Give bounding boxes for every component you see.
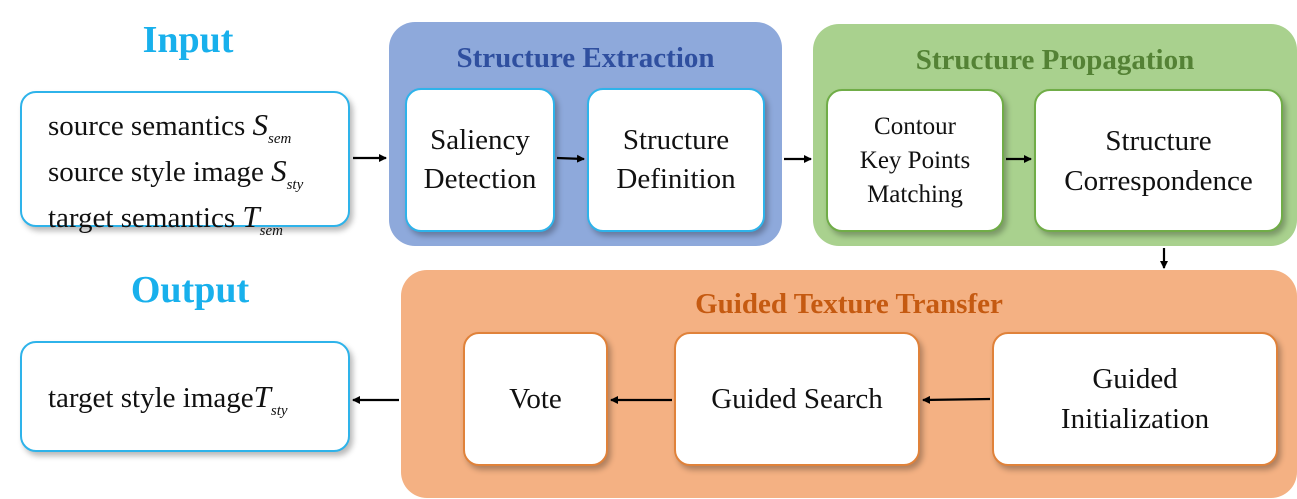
input-line-source-style-image: source style image Ssty	[48, 153, 304, 193]
guided-search-box: Guided Search	[674, 332, 920, 466]
input-line-target-semantics: target semantics Tsem	[48, 199, 283, 239]
input-heading: Input	[142, 19, 234, 61]
structure-definition-box: Structure Definition	[587, 88, 765, 232]
contour-key-points-matching-box: Contour Key Points Matching	[826, 89, 1004, 232]
structure-extraction-title: Structure Extraction	[456, 42, 715, 74]
input-line-source-semantics: source semantics Ssem	[48, 107, 292, 147]
structure-correspondence-box: Structure Correspondence	[1034, 89, 1283, 232]
arrow-initialization-to-search	[922, 395, 991, 404]
output-heading: Output	[130, 269, 250, 311]
output-box: target style imageTsty	[20, 341, 350, 452]
input-box: source semantics Ssem source style image…	[20, 91, 350, 239]
output-line-target-style-image: target style imageTsty	[48, 379, 288, 419]
vote-box: Vote	[463, 332, 608, 466]
guided-texture-transfer-title: Guided Texture Transfer	[695, 288, 1003, 320]
saliency-detection-box: Saliency Detection	[405, 88, 555, 232]
guided-initialization-box: Guided Initialization	[992, 332, 1278, 466]
arrow-saliency-to-definition	[556, 154, 585, 163]
structure-propagation-title: Structure Propagation	[915, 44, 1195, 76]
